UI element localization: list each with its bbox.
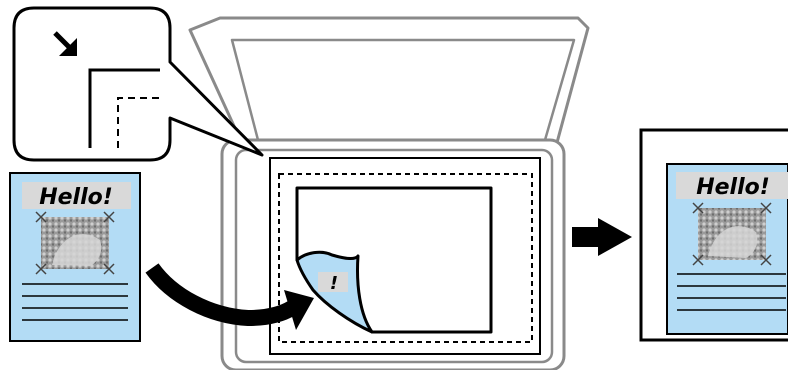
right-arrow-icon	[572, 218, 632, 256]
output-hello-heading: Hello!	[696, 175, 770, 200]
peek-text: !	[330, 273, 338, 294]
scanner-lid	[190, 18, 588, 150]
original-document: Hello!	[10, 173, 140, 341]
output-photo	[693, 203, 771, 265]
output-document: Hello!	[667, 164, 788, 334]
output-page: Hello!	[641, 130, 788, 340]
photo	[36, 212, 114, 274]
hello-heading: Hello!	[39, 185, 113, 210]
